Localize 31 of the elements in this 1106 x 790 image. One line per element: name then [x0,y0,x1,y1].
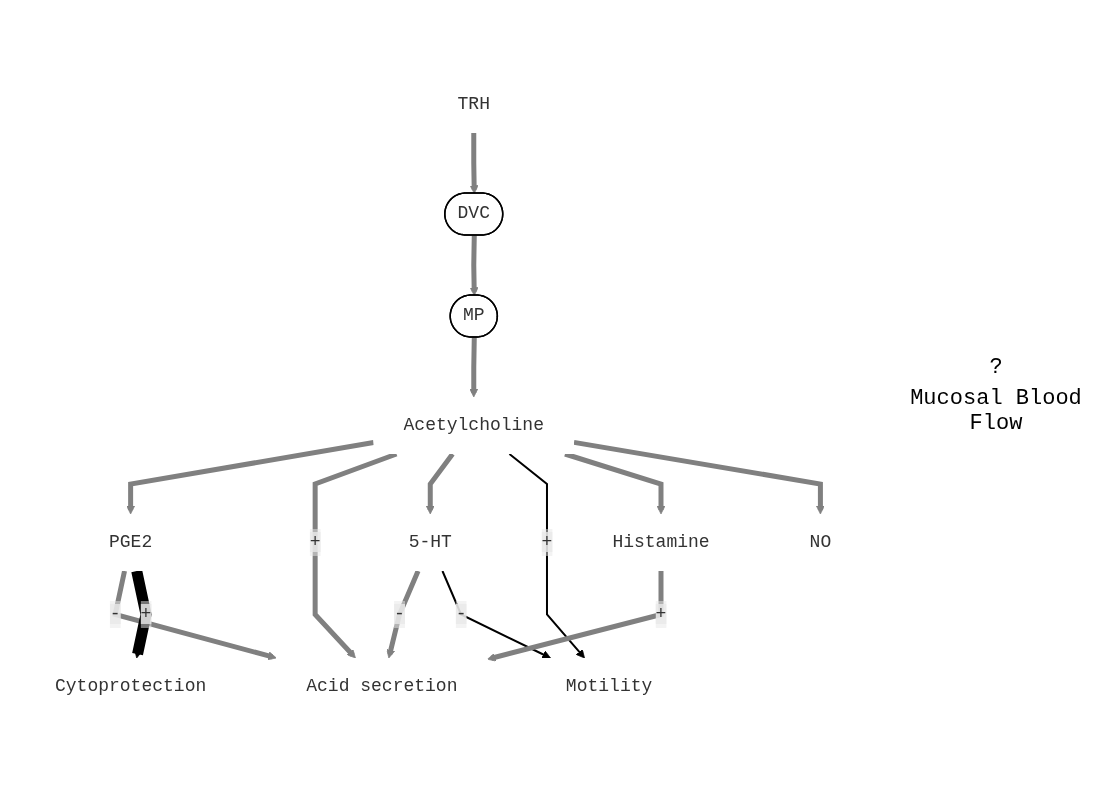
arrow [469,336,479,397]
edge-label: + [140,603,152,624]
arrow [469,234,479,296]
arrow [112,569,277,660]
edge-label: + [309,531,321,552]
arrow [573,439,825,514]
arrow [486,570,664,661]
node-text: NO [809,531,832,552]
arrow [425,452,455,514]
node-text: Acetylcholine [403,414,544,435]
arrow [508,452,585,658]
edge-label: + [541,531,553,552]
arrow [126,439,374,514]
note-text: Mucosal Blood Flow [909,385,1083,436]
arrow [564,451,666,514]
arrow [386,569,421,658]
edge-label: + [655,603,667,624]
arrow [469,132,479,194]
node-text: Acid secretion [306,675,458,696]
node-text: 5-HT [408,531,452,552]
node-text: Cytoprotection [54,675,207,696]
note-text: ? [988,354,1004,380]
arrow [441,569,551,658]
node-text: Histamine [612,531,710,552]
arrow [312,451,398,658]
node-text: Motility [565,675,653,696]
node-text: TRH [457,93,490,114]
node-text: PGE2 [108,531,153,552]
edge-label: - [109,603,121,624]
edge-label: - [393,603,405,624]
edge-label: - [455,603,467,624]
